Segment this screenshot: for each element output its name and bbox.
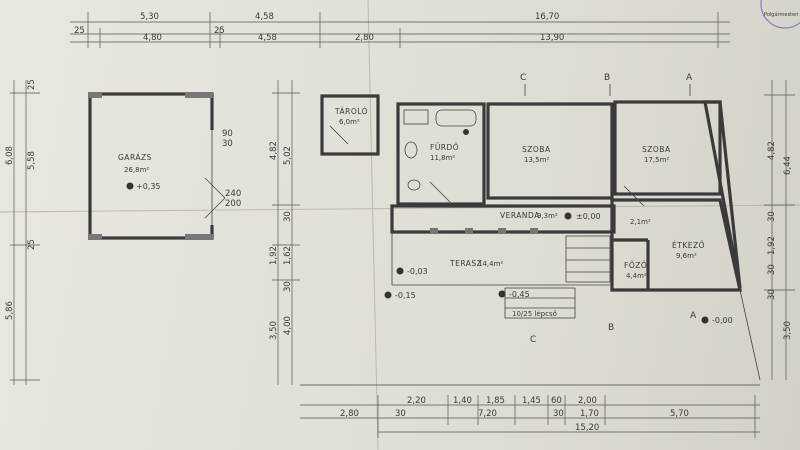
etkezo-name: ÉTKEZŐ xyxy=(672,241,705,250)
tarolo-name: TÁROLÓ xyxy=(334,107,368,116)
terasz-level: -0,03 xyxy=(407,267,428,276)
dim-top-458b: 4,58 xyxy=(258,33,277,43)
level-marker xyxy=(126,182,134,190)
szoba2-name: SZOBA xyxy=(642,145,671,154)
dim-bottom-total: 15,20 xyxy=(575,423,599,433)
room-labels: TÁROLÓ 6,0m² FÜRDŐ 11,8m² SZOBA 13,5m² S… xyxy=(334,107,705,318)
dim-bottom-280: 2,80 xyxy=(340,409,359,419)
terasz-area: 14,4m² xyxy=(478,260,503,268)
dim-bottom-220: 2,20 xyxy=(407,396,426,406)
bottom-dimension-chains: 2,20 1,40 1,85 1,45 60 2,00 2,80 30 7,20… xyxy=(300,395,760,438)
dim-bottom-145: 1,45 xyxy=(522,396,541,406)
dim-right-30c: 30 xyxy=(767,289,777,300)
garage-name: GARÁZS xyxy=(118,153,152,162)
dim-top-280: 2,80 xyxy=(355,33,374,43)
dim-bottom-185: 1,85 xyxy=(486,396,505,406)
dim-bottom-140: 1,40 xyxy=(453,396,472,406)
dim-bottom-30b: 30 xyxy=(553,409,564,419)
stairs-label: 10/25 lépcső xyxy=(512,309,557,318)
top-dimension-chains: 5,30 4,58 16,70 25 4,80 25 4,58 2,80 13,… xyxy=(70,12,730,48)
veranda-name: VERANDA xyxy=(500,211,540,220)
dim-mid-30b: 30 xyxy=(283,281,293,292)
dim-top-480: 4,80 xyxy=(143,33,162,43)
garage-dim-90: 90 xyxy=(222,129,233,139)
dim-mid-30a: 30 xyxy=(283,211,293,222)
dim-bottom-200: 2,00 xyxy=(578,396,597,406)
dim-right-350: 3,50 xyxy=(783,321,793,340)
dim-top-25a: 25 xyxy=(74,26,85,36)
section-b-top: B xyxy=(604,73,610,83)
garage-dim-240: 240 xyxy=(225,189,241,199)
terasz-name: TERASZ xyxy=(449,259,482,268)
right-level: -0,00 xyxy=(712,316,733,325)
small-room-area: 2,1m² xyxy=(630,218,651,226)
dim-mid-400: 4,00 xyxy=(283,316,293,335)
dim-top-458a: 4,58 xyxy=(255,12,274,22)
outside-level: -0,15 xyxy=(395,291,416,300)
etkezo-area: 9,6m² xyxy=(676,252,697,260)
dim-left-586: 5,86 xyxy=(5,301,15,320)
dim-top-1670: 16,70 xyxy=(535,12,559,22)
dim-bottom-720: 7,20 xyxy=(478,409,497,419)
right-dimension-chains: 4,82 6,44 30 1,92 30 30 3,50 xyxy=(764,80,795,380)
dim-bottom-170: 1,70 xyxy=(580,409,599,419)
dim-mid-482: 4,82 xyxy=(269,141,279,160)
dim-left-558: 5,58 xyxy=(27,151,37,170)
terasz-low-level: -0,45 xyxy=(509,290,530,299)
garage-level: +0,35 xyxy=(136,182,161,191)
dim-right-30a: 30 xyxy=(767,211,777,222)
dim-left-25a: 25 xyxy=(27,79,37,90)
dim-right-192: 1,92 xyxy=(767,236,777,255)
dim-top-25b: 25 xyxy=(214,26,225,36)
furdo-area: 11,8m² xyxy=(430,154,455,162)
house-walls xyxy=(300,94,761,386)
furdo-name: FÜRDŐ xyxy=(430,143,459,152)
szoba1-name: SZOBA xyxy=(522,145,551,154)
dim-right-30b: 30 xyxy=(767,264,777,275)
dim-bottom-60: 60 xyxy=(551,396,562,406)
dim-bottom-570: 5,70 xyxy=(670,409,689,419)
dim-left-25b: 25 xyxy=(27,239,37,250)
section-c-top: C xyxy=(520,73,526,83)
section-c-bottom: C xyxy=(530,335,536,345)
dim-mid-192: 1,92 xyxy=(269,246,279,265)
fozo-name: FŐZŐ xyxy=(624,261,647,270)
dim-mid-162: 1,62 xyxy=(283,246,293,265)
dim-right-482: 4,82 xyxy=(767,141,777,160)
stamp-text: Polgármesteri xyxy=(764,11,799,18)
middle-dimension-chains: 4,82 5,02 1,92 1,62 30 30 3,50 4,00 xyxy=(269,80,300,385)
left-dimension-chains: 6,08 5,86 25 5,58 25 xyxy=(5,79,40,385)
garage-dim-200: 200 xyxy=(225,199,241,209)
veranda-level: ±0,00 xyxy=(576,212,601,221)
veranda-area: 9,3m² xyxy=(537,212,558,220)
section-marks: C B A C B A xyxy=(520,73,697,345)
dim-right-644: 6,44 xyxy=(783,156,793,175)
section-b-bottom: B xyxy=(608,323,614,333)
dim-top-530: 5,30 xyxy=(140,12,159,22)
dim-mid-350: 3,50 xyxy=(269,321,279,340)
dim-top-1390: 13,90 xyxy=(540,33,564,43)
szoba2-area: 17,5m² xyxy=(644,156,669,164)
garage-dim-30: 30 xyxy=(222,139,233,149)
dim-bottom-30a: 30 xyxy=(395,409,406,419)
section-a-bottom: A xyxy=(690,311,697,321)
stamp: Polgármesteri xyxy=(760,0,800,29)
garage: GARÁZS 26,8m² +0,35 90 30 240 200 xyxy=(88,92,241,240)
dim-mid-502: 5,02 xyxy=(283,146,293,165)
level-markers: ±0,00 -0,03 -0,45 -0,15 -0,00 xyxy=(384,212,733,325)
section-a-top: A xyxy=(686,73,693,83)
dim-left-608: 6,08 xyxy=(5,146,15,165)
garage-area: 26,8m² xyxy=(124,166,149,174)
tarolo-area: 6,0m² xyxy=(339,118,360,126)
szoba1-area: 13,5m² xyxy=(524,156,549,164)
fozo-area: 4,4m² xyxy=(626,272,647,280)
